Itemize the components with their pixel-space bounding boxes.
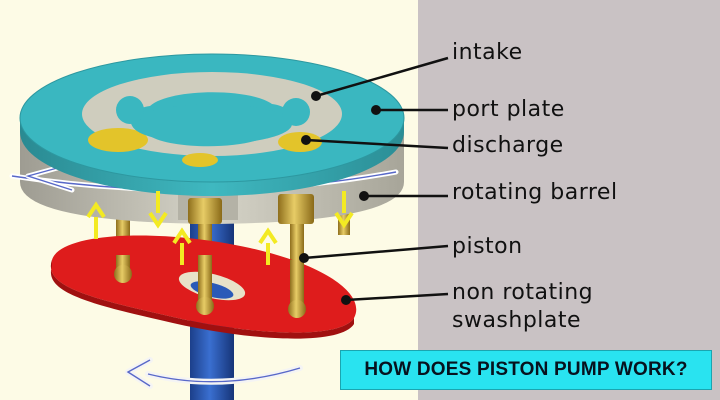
leader-piston <box>303 244 449 260</box>
port-plate <box>19 53 405 196</box>
piston-rods-lower <box>114 255 306 318</box>
label-piston: piston <box>452 234 523 259</box>
label-swashplate-line1: non rotating <box>452 280 594 305</box>
arrow-up-icon <box>86 201 106 239</box>
label-intake: intake <box>452 40 523 65</box>
leader-lines <box>303 56 449 302</box>
arrow-up-icon <box>258 227 278 265</box>
piston-force-arrows <box>86 191 354 265</box>
rotation-arrow-icon <box>125 357 303 389</box>
arrow-down-icon <box>334 191 354 229</box>
label-swashplate-line2: swashplate <box>452 308 582 333</box>
arrow-up-icon <box>172 227 192 265</box>
leader-dots <box>299 91 381 305</box>
title-banner: HOW DOES PISTON PUMP WORK? <box>340 350 712 390</box>
leader-discharge <box>305 138 449 150</box>
piston-collars <box>188 194 314 224</box>
right-background <box>418 0 720 400</box>
arrow-down-icon <box>148 191 168 229</box>
label-discharge: discharge <box>452 133 564 158</box>
leader-intake <box>315 56 449 98</box>
leader-swashplate <box>345 292 449 302</box>
label-port-plate: port plate <box>452 97 565 122</box>
label-rotating-barrel: rotating barrel <box>452 180 618 205</box>
